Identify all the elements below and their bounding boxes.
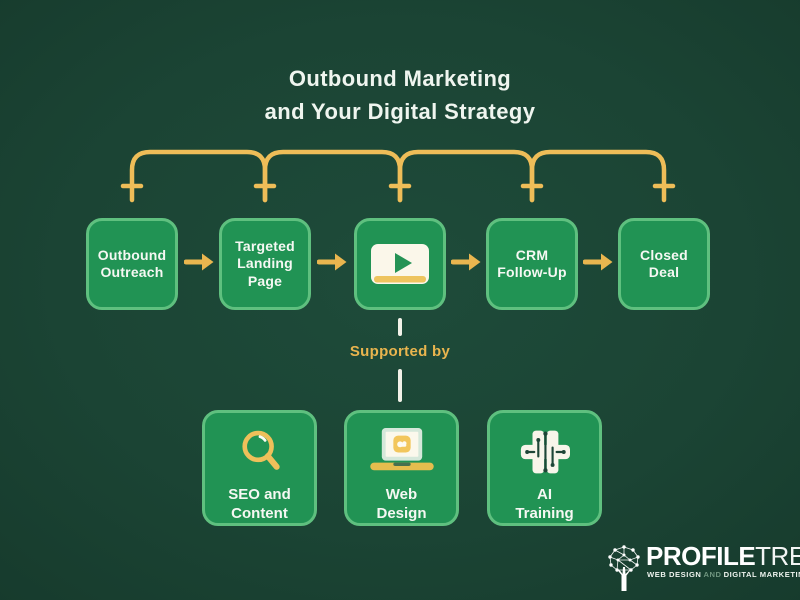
laptop-icon bbox=[369, 427, 434, 471]
flow-step-targeted-landing-page: Targeted Landing Page bbox=[219, 218, 311, 310]
support-box-seo-and-content: SEO and Content bbox=[202, 410, 317, 526]
flow-arrow-icon bbox=[583, 253, 613, 271]
support-box-label: AI Training bbox=[515, 486, 574, 522]
flow-arrow-icon bbox=[451, 253, 481, 271]
flow-step-label: CRM Follow-Up bbox=[497, 246, 567, 281]
flow-arrow-icon bbox=[317, 253, 347, 271]
flow-step-label: Outbound Outreach bbox=[97, 246, 167, 281]
support-box-label: Web Design bbox=[376, 486, 427, 522]
brand-profile: PROFILE bbox=[646, 541, 756, 571]
support-box-label: SEO and Content bbox=[228, 486, 291, 522]
flow-step-label: Closed Deal bbox=[640, 246, 688, 281]
flow-step-closed-deal: Closed Deal bbox=[618, 218, 710, 310]
flow-step-crm-follow-up: CRM Follow-Up bbox=[486, 218, 578, 310]
network-tree-icon bbox=[608, 545, 640, 591]
title-line-2: and Your Digital Strategy bbox=[264, 99, 536, 124]
magnifier-icon bbox=[241, 430, 280, 470]
bracket-connector bbox=[120, 149, 676, 203]
title-line-1: Outbound Marketing bbox=[288, 66, 512, 91]
video-play-icon bbox=[371, 244, 429, 284]
flow-step-label: Targeted Landing Page bbox=[235, 237, 295, 289]
brand-tree: TREE bbox=[755, 541, 800, 571]
brand-wordmark: PROFILETREE bbox=[646, 541, 800, 572]
connector-line-top bbox=[398, 318, 402, 336]
support-box-web-design: Web Design bbox=[344, 410, 459, 526]
ai-chip-icon bbox=[520, 430, 570, 474]
flow-step-outbound-outreach: Outbound Outreach bbox=[86, 218, 178, 310]
flow-step-video bbox=[354, 218, 446, 310]
connector-line-bottom bbox=[398, 369, 402, 402]
page-title: Outbound Marketing and Your Digital Stra… bbox=[0, 62, 800, 128]
flow-arrow-icon bbox=[184, 253, 214, 271]
support-box-ai-training: AI Training bbox=[487, 410, 602, 526]
supported-by-label: Supported by bbox=[349, 343, 451, 360]
